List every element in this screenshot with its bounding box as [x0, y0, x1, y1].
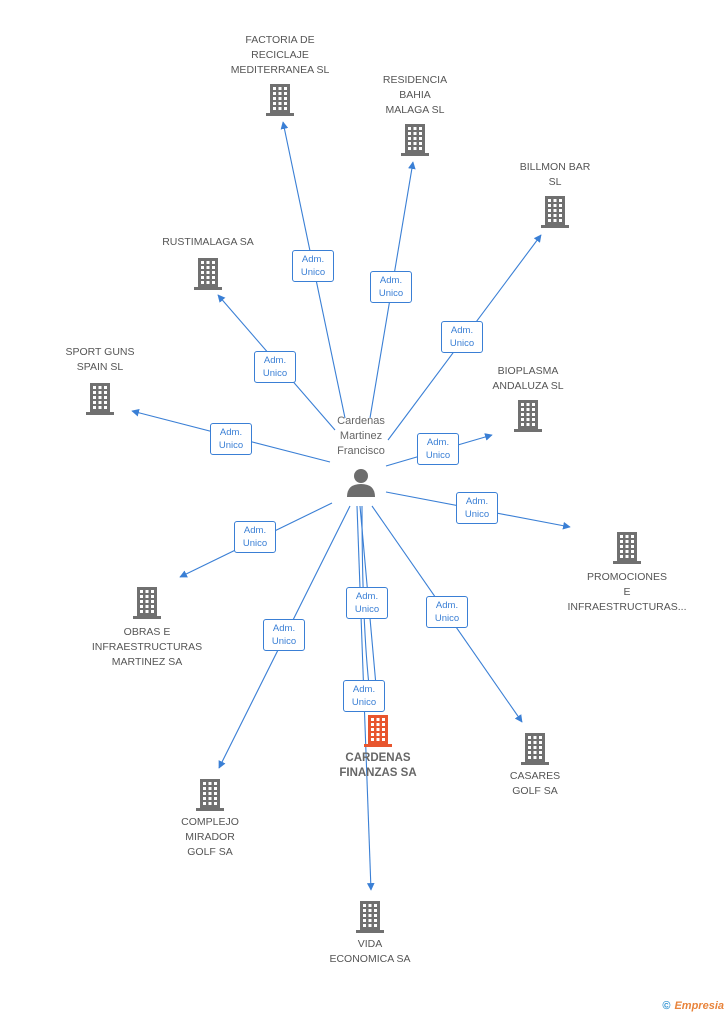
- company-label-line: SPAIN SL: [76, 361, 124, 373]
- company-factoria[interactable]: FACTORIA DE RECICLAJE MEDITERRANEA SL: [220, 33, 340, 116]
- edge-label-line1: Adm.: [263, 355, 287, 366]
- edge-label-line2: Unico: [262, 368, 288, 379]
- person-icon: [347, 469, 375, 497]
- edge-label-line1: Adm.: [219, 427, 243, 438]
- building-icon: [196, 779, 224, 811]
- building-icon-focus: [364, 715, 392, 747]
- company-label-line: RUSTIMALAGA SA: [162, 236, 254, 248]
- building-icon: [266, 84, 294, 116]
- brand-logo[interactable]: Empresia: [674, 1000, 724, 1012]
- company-label-line: ANDALUZA SL: [492, 380, 564, 392]
- company-label-line: MIRADOR: [185, 831, 235, 843]
- edge-label-line2: Unico: [464, 509, 490, 520]
- company-bioplasma[interactable]: BIOPLASMA ANDALUZA SL: [473, 364, 583, 432]
- edge-label-residencia[interactable]: Adm. Unico: [370, 271, 412, 303]
- company-label-line: MARTINEZ SA: [111, 656, 183, 668]
- company-promociones[interactable]: PROMOCIONES E INFRAESTRUCTURAS...: [560, 530, 694, 615]
- company-label-line: CASARES: [509, 770, 561, 782]
- edge-label-line2: Unico: [242, 538, 268, 549]
- edge-label-line1: Adm.: [379, 275, 403, 286]
- building-icon: [401, 124, 429, 156]
- company-label-line: RECICLAJE: [251, 49, 309, 61]
- company-label-line: ECONOMICA SA: [329, 953, 411, 965]
- edge-label-billmon[interactable]: Adm. Unico: [441, 321, 483, 353]
- edge-label-cardenas[interactable]: Adm. Unico: [343, 680, 385, 712]
- company-label-line: FACTORIA DE: [245, 34, 315, 46]
- company-label-line: COMPLEJO: [181, 816, 239, 828]
- company-label-line: GOLF SA: [512, 785, 558, 797]
- copyright-icon: ©: [662, 1000, 671, 1012]
- building-icon: [194, 258, 222, 290]
- edge-label-line2: Unico: [218, 440, 244, 451]
- edge-label-obras[interactable]: Adm. Unico: [234, 521, 276, 553]
- edge-label-line1: Adm.: [435, 600, 459, 611]
- edge-label-line2: Unico: [378, 288, 404, 299]
- edge-label-line1: Adm.: [243, 525, 267, 536]
- edge-label-casares[interactable]: Adm. Unico: [426, 596, 468, 628]
- edge-label-line1: Adm.: [465, 496, 489, 507]
- edge-label-complejo[interactable]: Adm. Unico: [263, 619, 305, 651]
- edge-label-line1: Adm.: [355, 591, 379, 602]
- company-label-line: SPORT GUNS: [65, 346, 135, 358]
- company-vida[interactable]: VIDA ECONOMICA SA: [320, 899, 420, 967]
- person-name-line-1: Cardenas: [337, 415, 385, 427]
- edge-label-line2: Unico: [449, 338, 475, 349]
- company-label-line: SL: [548, 176, 562, 188]
- edge-label-bioplasma[interactable]: Adm. Unico: [417, 433, 459, 465]
- company-label-line: INFRAESTRUCTURAS: [91, 641, 203, 653]
- company-label-line: MALAGA SL: [385, 104, 445, 116]
- edge-label-sportguns[interactable]: Adm. Unico: [210, 423, 252, 455]
- company-label-line: BILLMON BAR: [519, 161, 591, 173]
- company-label-line: INFRAESTRUCTURAS...: [567, 601, 687, 613]
- edge-label-rustimalaga[interactable]: Adm. Unico: [254, 351, 296, 383]
- company-label-line: OBRAS E: [123, 626, 171, 638]
- edge-label-line1: Adm.: [426, 437, 450, 448]
- building-icon: [86, 383, 114, 415]
- company-complejo[interactable]: COMPLEJO MIRADOR GOLF SA: [160, 777, 260, 860]
- company-label-line: GOLF SA: [187, 846, 233, 858]
- company-obras[interactable]: OBRAS E INFRAESTRUCTURAS MARTINEZ SA: [82, 585, 212, 670]
- person-name-line-3: Francisco: [337, 445, 385, 457]
- edge-label-line1: Adm.: [272, 623, 296, 634]
- company-label-line: RESIDENCIA: [382, 74, 448, 86]
- company-billmon[interactable]: BILLMON BAR SL: [500, 160, 610, 228]
- edge-label-line1: Adm.: [450, 325, 474, 336]
- company-label-line: PROMOCIONES: [587, 571, 667, 583]
- edge-label-line1: Adm.: [301, 254, 325, 265]
- edge-label-line2: Unico: [354, 604, 380, 615]
- company-rustimalaga[interactable]: RUSTIMALAGA SA: [148, 235, 268, 290]
- company-label-line: CARDENAS: [345, 752, 411, 764]
- building-icon: [541, 196, 569, 228]
- edge-label-line2: Unico: [271, 636, 297, 647]
- edge-label-factoria[interactable]: Adm. Unico: [292, 250, 334, 282]
- company-label-line: MEDITERRANEA SL: [230, 64, 330, 76]
- company-sportguns[interactable]: SPORT GUNS SPAIN SL: [48, 345, 152, 415]
- company-label-line: BIOPLASMA: [497, 365, 559, 377]
- person-name-line-2: Martinez: [339, 430, 383, 442]
- company-cardenas-finanzas[interactable]: CARDENAS FINANZAS SA: [323, 713, 433, 781]
- company-label-line: E: [623, 586, 631, 598]
- edge-label-promociones[interactable]: Adm. Unico: [456, 492, 498, 524]
- building-icon: [521, 733, 549, 765]
- building-icon: [356, 901, 384, 933]
- company-label-line: BAHIA: [399, 89, 431, 101]
- person-node[interactable]: Cardenas Martinez Francisco: [336, 414, 386, 502]
- edge-label-line2: Unico: [425, 450, 451, 461]
- building-icon: [133, 587, 161, 619]
- footer-credit: ©Empresia: [662, 1000, 724, 1012]
- company-residencia[interactable]: RESIDENCIA BAHIA MALAGA SL: [360, 73, 470, 156]
- company-label-line: VIDA: [357, 938, 383, 950]
- building-icon: [613, 532, 641, 564]
- edge-label-line2: Unico: [351, 697, 377, 708]
- building-icon: [514, 400, 542, 432]
- edge-label-line1: Adm.: [352, 684, 376, 695]
- company-casares[interactable]: CASARES GOLF SA: [485, 731, 585, 799]
- edge-label-vida[interactable]: Adm. Unico: [346, 587, 388, 619]
- edge-label-line2: Unico: [434, 613, 460, 624]
- company-label-line: FINANZAS SA: [339, 767, 417, 779]
- edge-label-line2: Unico: [300, 267, 326, 278]
